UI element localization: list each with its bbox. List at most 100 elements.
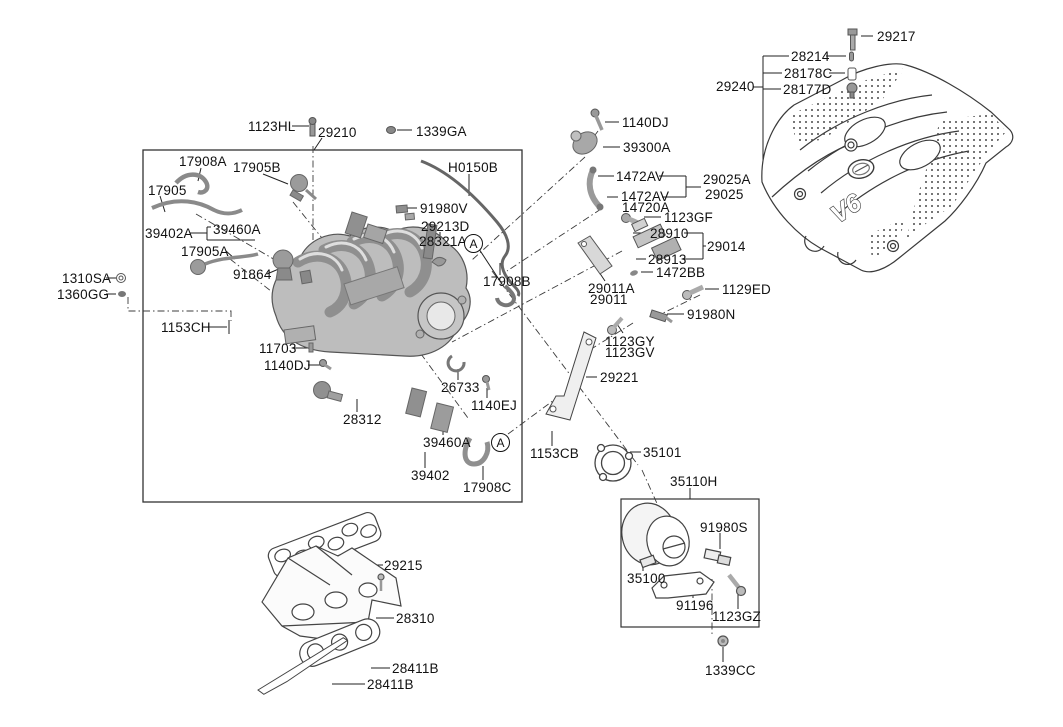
sleeve-28178c-icon — [847, 67, 857, 81]
washer-1310sa-icon — [116, 273, 126, 283]
part-label-91196: 91196 — [676, 598, 714, 613]
part-label-29217: 29217 — [877, 29, 916, 44]
part-label-11703: 11703 — [259, 341, 297, 356]
clip-1360gg-icon — [118, 291, 126, 297]
part-label-1140dj: 1140DJ — [622, 115, 669, 130]
part-label-29011: 29011 — [590, 292, 628, 307]
part-label-1339cc: 1339CC — [705, 663, 756, 678]
bracket-91980v-icon — [395, 204, 409, 214]
part-label-26733: 26733 — [441, 380, 480, 395]
part-label-1123gy: 1123GY — [605, 334, 655, 349]
lower-manifold-28310-illustration — [261, 545, 402, 641]
bolt-29217-icon — [847, 28, 858, 36]
actuator-17905b-icon — [290, 174, 308, 192]
part-label-1153ch: 1153CH — [161, 320, 211, 335]
part-label-29240: 29240 — [716, 79, 755, 94]
bolt-1123gy-icon — [607, 325, 617, 335]
gasket-strip-28411b-illustration — [257, 637, 349, 695]
part-label-29210: 29210 — [318, 125, 357, 140]
part-label-1140dj: 1140DJ — [264, 358, 311, 373]
assembly-marker-a: A — [464, 234, 483, 253]
hose-17908c-icon — [462, 436, 491, 467]
part-label-29221: 29221 — [600, 370, 639, 385]
clip-1339ga-icon — [386, 126, 396, 134]
part-label-91980s: 91980S — [700, 520, 748, 535]
part-label-17908c: 17908C — [463, 480, 512, 495]
part-label-1310sa: 1310SA — [62, 271, 112, 286]
part-label-1472av: 1472AV — [621, 189, 670, 204]
part-label-1140ej: 1140EJ — [471, 398, 517, 413]
right-parts-icons — [545, 108, 705, 421]
part-label-91980v: 91980V — [420, 201, 468, 216]
bolt-1140ej-icon — [482, 375, 490, 383]
part-label-h0150b: H0150B — [448, 160, 498, 175]
engine-cover-illustration: V6 — [761, 63, 1014, 273]
part-label-29011a: 29011A — [588, 281, 635, 296]
valve-39460a-lower-icon — [405, 387, 428, 418]
clip-29213d-icon — [431, 256, 447, 267]
part-label-1123gz: 1123GZ — [712, 609, 761, 624]
part-label-17905a: 17905A — [181, 244, 229, 259]
part-label-28411b: 28411B — [367, 677, 414, 692]
part-label-39402: 39402 — [411, 468, 450, 483]
bolt-1140dj-left-icon — [319, 359, 327, 367]
part-label-17905b: 17905B — [233, 160, 281, 175]
part-label-14720a: 14720A — [622, 200, 670, 215]
part-label-1472av: 1472AV — [616, 169, 665, 184]
vacuum-parts-icons — [151, 159, 521, 467]
part-label-29025: 29025 — [705, 187, 744, 202]
part-label-28178c: 28178C — [784, 66, 833, 81]
part-label-29213d: 29213D — [421, 219, 470, 234]
valve-28910-icon — [630, 217, 682, 262]
assembly-marker-a: A — [491, 433, 510, 452]
part-label-1339ga: 1339GA — [416, 124, 467, 139]
pin-11703-icon — [308, 342, 314, 353]
cover-hardware-icons — [846, 28, 858, 99]
part-label-39300a: 39300A — [623, 140, 671, 155]
part-label-29025a: 29025A — [703, 172, 751, 187]
part-label-28321a: 28321A — [419, 234, 467, 249]
part-label-17908b: 17908B — [483, 274, 531, 289]
tube-17905-icon — [151, 199, 243, 216]
gasket-35101-illustration — [594, 443, 634, 482]
part-label-35110h: 35110H — [670, 474, 718, 489]
main-parts-box — [142, 149, 523, 503]
part-label-28910: 28910 — [650, 226, 689, 241]
bracket-icon — [422, 223, 438, 260]
part-label-39460a: 39460A — [423, 435, 471, 450]
part-label-1129ed: 1129ED — [722, 282, 771, 297]
leader-lines — [106, 35, 873, 685]
part-label-17908a: 17908A — [179, 154, 227, 169]
clamp-26733-icon — [446, 354, 466, 373]
part-label-1123gv: 1123GV — [605, 345, 655, 360]
part-label-28411b: 28411B — [392, 661, 439, 676]
part-label-28913: 28913 — [648, 252, 687, 267]
part-label-35101: 35101 — [643, 445, 682, 460]
part-label-1123gf: 1123GF — [664, 210, 713, 225]
valve-39460a-icon — [344, 211, 368, 239]
part-label-1472bb: 1472BB — [656, 265, 706, 280]
part-label-29014: 29014 — [707, 239, 746, 254]
misc-hardware-icons — [116, 117, 491, 391]
part-label-39460a: 39460A — [213, 222, 261, 237]
part-label-1123hl: 1123HL — [248, 119, 296, 134]
insulator-28312-icon — [313, 381, 331, 399]
part-label-29215: 29215 — [384, 558, 423, 573]
part-label-1360gg: 1360GG — [57, 287, 110, 302]
actuator-17905a-icon — [190, 259, 206, 275]
hose-h0150b-icon — [420, 159, 521, 297]
part-label-28214: 28214 — [791, 49, 830, 64]
actuator-91864-icon — [272, 249, 294, 271]
part-label-39402a: 39402A — [145, 226, 193, 241]
hyundai-logo — [847, 158, 875, 180]
part-label-35100: 35100 — [627, 571, 666, 586]
pin-28214-icon — [849, 51, 854, 62]
clip-1472bb-icon — [630, 270, 638, 276]
part-label-91864: 91864 — [233, 267, 272, 282]
part-label-91980n: 91980N — [687, 307, 736, 322]
bolt-1123gz-icon — [727, 573, 742, 591]
bracket-29221-icon — [545, 331, 597, 421]
hose-17908a-icon — [174, 172, 210, 195]
